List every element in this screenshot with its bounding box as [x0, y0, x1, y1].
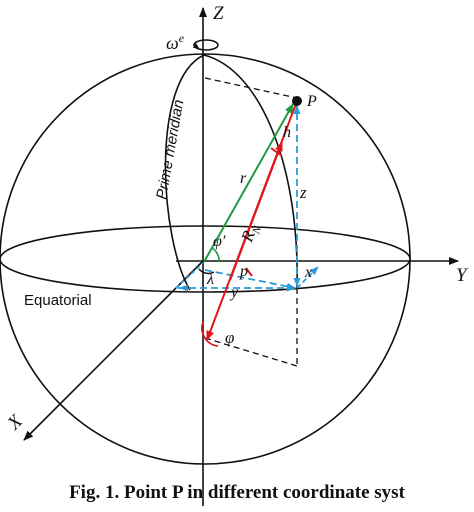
prime-meridian-label: Prime meridian: [153, 98, 187, 200]
lambda-arc: [198, 268, 215, 275]
phi-prime-arc: [211, 247, 220, 263]
rotation-arrow-head-icon: [193, 43, 199, 48]
x-label: x: [304, 264, 312, 281]
phi-arc: [201, 321, 219, 347]
omega-label: ωe: [166, 31, 185, 53]
point-p-marker: [292, 96, 302, 106]
x-axis-label: X: [3, 410, 28, 435]
z-axis-label: Z: [213, 3, 224, 24]
figure-caption: Fig. 1. Point P in different coordinate …: [69, 482, 405, 503]
prime-meridian-arc: [164, 54, 205, 291]
rotation-arrow-icon: [193, 39, 219, 51]
projection-x-left: [175, 262, 204, 289]
z-label: z: [299, 183, 307, 202]
r-label: r: [240, 170, 247, 187]
point-p-label: P: [306, 93, 317, 110]
tick-mark-h: [270, 147, 283, 157]
equatorial-label: Equatorial: [24, 292, 92, 309]
tick-mark-p: [245, 267, 253, 277]
radius-r-vector: [203, 103, 294, 263]
phi-label: φ: [225, 328, 234, 347]
y-label: y: [229, 284, 239, 301]
phi-prime-label: φ′: [213, 233, 226, 250]
normal-rn-arrow-up: [229, 141, 283, 281]
p-label: p: [239, 263, 248, 280]
x-axis: [23, 260, 204, 441]
dashed-bottom: [204, 337, 298, 367]
y-axis-label: Y: [456, 265, 469, 286]
dashed-top-to-p: [204, 77, 298, 99]
projection-p: [204, 269, 296, 290]
meridian-arc-p: [203, 54, 298, 289]
h-label: h: [283, 124, 291, 141]
projection-x: [296, 266, 319, 289]
equator-ellipse: [0, 225, 411, 293]
lambda-label: λ: [206, 271, 214, 288]
